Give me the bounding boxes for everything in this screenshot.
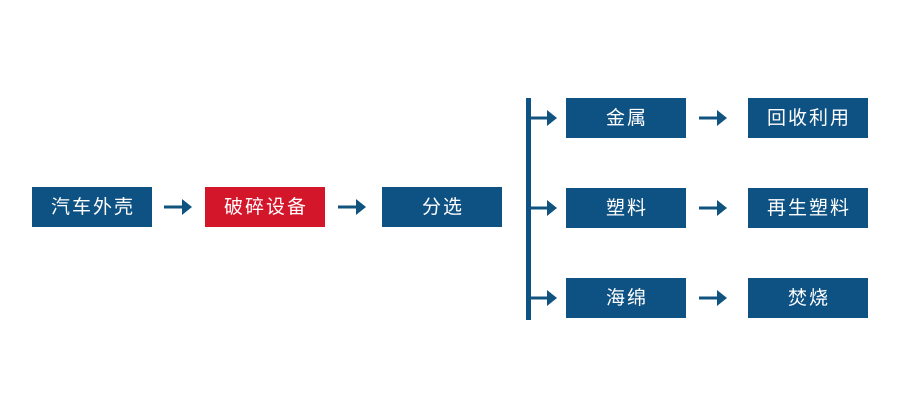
- node-car-shell[interactable]: 汽车外壳: [32, 187, 152, 227]
- arrow-right-icon: [162, 195, 194, 219]
- node-sorting[interactable]: 分选: [382, 187, 502, 227]
- arrow-right-icon: [697, 286, 729, 310]
- node-plastic-outcome[interactable]: 再生塑料: [748, 188, 868, 228]
- branch-arrow-right-icon: [529, 196, 559, 220]
- node-metal-material[interactable]: 金属: [566, 98, 686, 138]
- branch-trunk-line: [526, 98, 531, 320]
- arrow-right-icon: [697, 196, 729, 220]
- node-metal-outcome[interactable]: 回收利用: [748, 98, 868, 138]
- arrow-right-icon: [697, 106, 729, 130]
- branch-arrow-right-icon: [529, 106, 559, 130]
- node-crushing-equipment[interactable]: 破碎设备: [205, 187, 325, 227]
- node-sponge-material[interactable]: 海绵: [566, 278, 686, 318]
- arrow-right-icon: [336, 195, 368, 219]
- node-sponge-outcome[interactable]: 焚烧: [748, 278, 868, 318]
- node-plastic-material[interactable]: 塑料: [566, 188, 686, 228]
- branch-arrow-right-icon: [529, 286, 559, 310]
